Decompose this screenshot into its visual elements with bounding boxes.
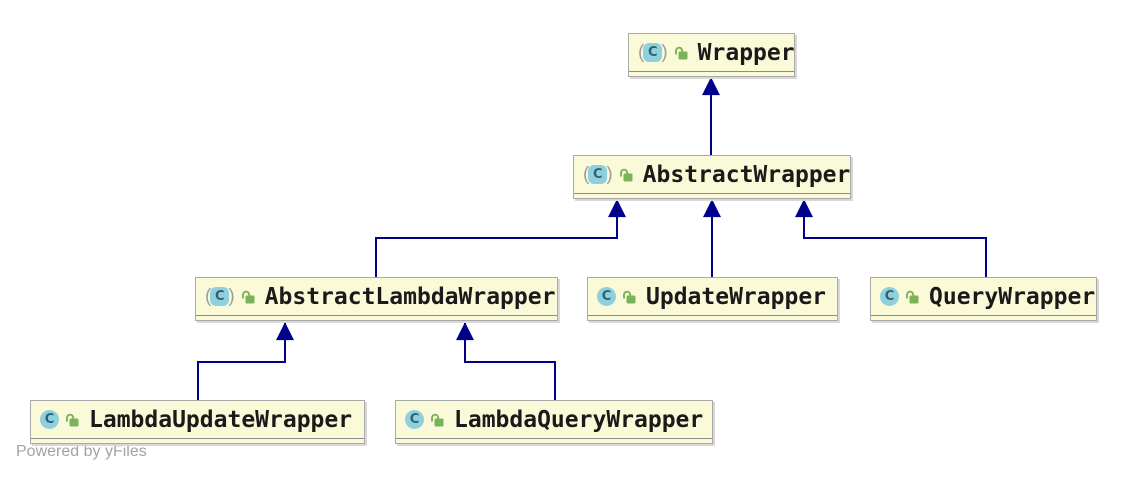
class-icon-group: C xyxy=(40,410,80,429)
class-node-header: (C) Wrapper xyxy=(629,34,795,71)
unlocked-padlock-icon xyxy=(623,290,636,303)
class-icon: C xyxy=(588,165,608,184)
abstract-paren-icon: ) xyxy=(661,42,668,63)
unlocked-padlock-icon xyxy=(66,413,79,426)
class-icon-group: (C) xyxy=(583,165,634,184)
abstract-paren-icon: ( xyxy=(638,42,645,63)
abstract-paren-icon: ( xyxy=(205,286,212,307)
class-node-query-wrapper[interactable]: C QueryWrapper xyxy=(870,277,1097,321)
class-icon-group: C xyxy=(597,287,637,306)
class-name-label: AbstractWrapper xyxy=(642,161,851,188)
unlocked-padlock-icon xyxy=(431,413,444,426)
yfiles-watermark: Powered by yFiles xyxy=(16,443,147,460)
inheritance-edge-AbstractLambdaWrapper-to-AbstractWrapper[interactable] xyxy=(375,199,626,277)
class-node-header: (C) AbstractLambdaWrapper xyxy=(196,278,557,315)
class-icon-group: C xyxy=(405,410,445,429)
node-compartment-separator xyxy=(574,193,850,198)
class-node-header: C LambdaUpdateWrapper xyxy=(31,401,364,438)
class-name-label: AbstractLambdaWrapper xyxy=(264,283,556,310)
class-icon-group: (C) xyxy=(638,43,689,62)
inheritance-edge-QueryWrapper-to-AbstractWrapper[interactable] xyxy=(795,199,987,277)
node-compartment-separator xyxy=(196,315,557,320)
class-node-wrapper[interactable]: (C) Wrapper xyxy=(628,33,795,77)
unlocked-padlock-icon xyxy=(241,290,255,303)
class-icon: C xyxy=(405,410,424,429)
node-compartment-separator xyxy=(871,315,1096,320)
class-name-label: QueryWrapper xyxy=(929,283,1096,310)
abstract-paren-icon: ) xyxy=(606,164,613,185)
inheritance-edge-LambdaUpdateWrapper-to-AbstractLambdaWrapper[interactable] xyxy=(197,322,294,400)
abstract-paren-icon: ) xyxy=(228,286,235,307)
class-icon: C xyxy=(40,410,59,429)
inheritance-edge-LambdaQueryWrapper-to-AbstractLambdaWrapper[interactable] xyxy=(456,322,556,400)
class-icon: C xyxy=(643,43,663,62)
class-node-header: C LambdaQueryWrapper xyxy=(396,401,712,438)
abstract-paren-icon: ( xyxy=(583,164,590,185)
class-node-header: (C) AbstractWrapper xyxy=(574,156,850,193)
class-icon: C xyxy=(210,287,230,306)
class-icon-group: (C) xyxy=(205,287,256,306)
class-name-label: LambdaUpdateWrapper xyxy=(89,406,353,433)
node-compartment-separator xyxy=(629,71,794,76)
class-node-abstract-wrapper[interactable]: (C) AbstractWrapper xyxy=(573,155,851,199)
unlocked-padlock-icon xyxy=(906,290,919,303)
class-name-label: LambdaQueryWrapper xyxy=(454,406,704,433)
class-node-abstract-lambda-wrapper[interactable]: (C) AbstractLambdaWrapper xyxy=(195,277,558,321)
class-node-header: C UpdateWrapper xyxy=(588,278,837,315)
class-icon-group: C xyxy=(880,287,920,306)
class-name-label: Wrapper xyxy=(697,39,795,66)
node-compartment-separator xyxy=(588,315,837,320)
class-icon: C xyxy=(597,287,616,306)
class-node-lambda-query-wrapper[interactable]: C LambdaQueryWrapper xyxy=(395,400,713,444)
unlocked-padlock-icon xyxy=(619,168,633,181)
unlocked-padlock-icon xyxy=(674,46,688,59)
class-node-update-wrapper[interactable]: C UpdateWrapper xyxy=(587,277,838,321)
class-node-lambda-update-wrapper[interactable]: C LambdaUpdateWrapper xyxy=(30,400,365,444)
node-compartment-separator xyxy=(31,438,364,443)
class-node-header: C QueryWrapper xyxy=(871,278,1096,315)
node-compartment-separator xyxy=(396,438,712,443)
class-icon: C xyxy=(880,287,899,306)
class-name-label: UpdateWrapper xyxy=(646,283,827,310)
